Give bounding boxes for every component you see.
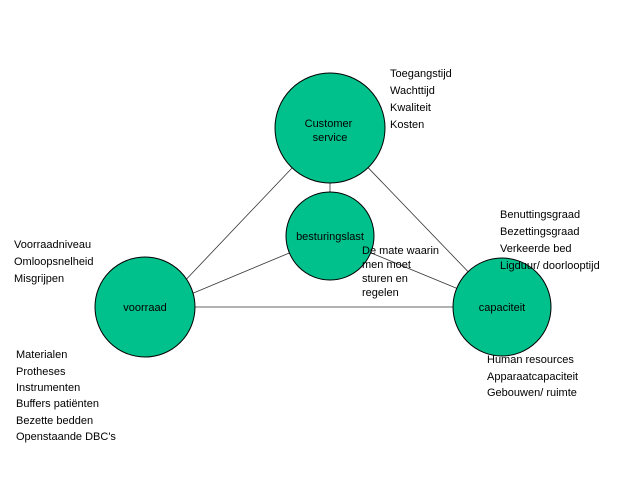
list-voorraad-top-item-2: Omloopsnelheid xyxy=(14,256,94,268)
list-capaciteit-top: Benuttingsgraad Bezettingsgraad Verkeerd… xyxy=(500,209,600,272)
list-customer-service-item-4: Kosten xyxy=(390,119,424,131)
list-capaciteit-top-item-2: Bezettingsgraad xyxy=(500,226,580,238)
node-capaciteit: capaciteit xyxy=(452,257,552,357)
node-customer-service-circle xyxy=(274,72,386,184)
list-customer-service: Toegangstijd Wachttijd Kwaliteit Kosten xyxy=(390,68,455,131)
list-customer-service-item-2: Wachttijd xyxy=(390,85,435,97)
list-voorraad-bottom-item-4: Buffers patiënten xyxy=(16,398,99,410)
node-besturingslast: besturingslast xyxy=(285,191,375,281)
node-customer-service-label: Customer service xyxy=(305,118,356,144)
list-voorraad-bottom-item-2: Protheses xyxy=(16,366,66,378)
list-capaciteit-bottom-item-3: Gebouwen/ ruimte xyxy=(487,387,577,399)
list-voorraad-bottom-item-5: Bezette bedden xyxy=(16,415,93,427)
list-voorraad-bottom-item-3: Instrumenten xyxy=(16,382,80,394)
node-customer-service: Customer service xyxy=(274,72,386,184)
annotation-line-2: men moet xyxy=(362,259,411,271)
list-voorraad-bottom-item-6: Openstaande DBC's xyxy=(16,431,116,443)
node-besturingslast-circle xyxy=(285,191,375,281)
list-voorraad-top-item-1: Voorraadniveau xyxy=(14,239,91,251)
list-voorraad-top-item-3: Misgrijpen xyxy=(14,273,64,285)
node-voorraad-label: voorraad xyxy=(123,302,166,314)
list-capaciteit-top-item-1: Benuttingsgraad xyxy=(500,209,580,221)
list-customer-service-item-1: Toegangstijd xyxy=(390,68,452,80)
list-capaciteit-top-item-4: Ligduur/ doorlooptijd xyxy=(500,260,600,272)
node-voorraad: voorraad xyxy=(94,256,196,358)
annotation-line-3: sturen en xyxy=(362,273,408,285)
list-capaciteit-top-item-3: Verkeerde bed xyxy=(500,243,572,255)
annotation-line-4: regelen xyxy=(362,287,399,299)
node-capaciteit-circle xyxy=(452,257,552,357)
node-customer-service-line-1: Customer xyxy=(305,118,353,130)
list-voorraad-bottom-item-1: Materialen xyxy=(16,349,67,361)
list-voorraad-bottom: Materialen Protheses Instrumenten Buffer… xyxy=(16,349,116,443)
node-voorraad-circle xyxy=(94,256,196,358)
node-besturingslast-label: besturingslast xyxy=(296,231,364,243)
annotation-line-1: De mate waarin xyxy=(362,245,439,257)
list-capaciteit-bottom-item-2: Apparaatcapaciteit xyxy=(487,371,578,383)
node-capaciteit-label: capaciteit xyxy=(479,302,525,314)
node-besturingslast-line-1: besturingslast xyxy=(296,231,364,243)
list-voorraad-top: Voorraadniveau Omloopsnelheid Misgrijpen xyxy=(14,239,97,285)
node-capaciteit-line-1: capaciteit xyxy=(479,302,525,314)
list-customer-service-item-3: Kwaliteit xyxy=(390,102,431,114)
list-capaciteit-bottom-item-1: Human resources xyxy=(487,354,574,366)
annotation-text: De mate waarin men moet sturen en regele… xyxy=(362,245,442,299)
node-customer-service-line-2: service xyxy=(313,132,348,144)
node-voorraad-line-1: voorraad xyxy=(123,302,166,314)
list-capaciteit-bottom: Human resources Apparaatcapaciteit Gebou… xyxy=(487,354,581,399)
